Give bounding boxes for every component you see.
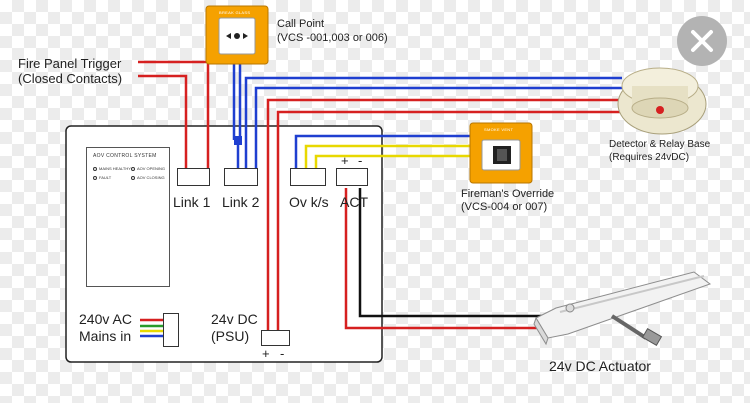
ovks-terminal [290,168,326,186]
detector-label-1: Detector & Relay Base [609,139,711,150]
link1-label: Link 1 [173,194,211,210]
psu-label-2: (PSU) [211,328,250,344]
link1-terminal [177,168,210,186]
link2-label: Link 2 [222,194,260,210]
mains-terminal [163,313,179,347]
override-label-1: Fireman's Override [461,188,555,200]
indicator-aov-opening: AOV OPENING [131,166,165,171]
detector-blue-wire-1 [244,76,622,170]
act-plus-label: + [341,153,349,168]
link2-terminal [224,168,258,186]
act-terminal [336,168,368,186]
close-button[interactable] [677,16,727,66]
psu-minus-label: - [280,346,285,361]
act-label: ACT [340,194,368,210]
detector-red-wire-2 [276,110,632,331]
fire-panel-red-wire-2 [138,74,188,170]
smoke-detector-icon [617,67,707,135]
call-point-sign: BREAK GLASS [219,10,251,15]
linear-actuator-icon [533,271,712,347]
actuator-black-wire [358,188,542,318]
actuator-label: 24v DC Actuator [549,358,651,374]
override-yellow-wire-1 [304,144,476,170]
mains-label-2: Mains in [79,328,132,344]
aov-control-panel: AOV CONTROL SYSTEM MAINS HEALTHY AOV OPE… [86,147,170,287]
call-point-label-2: (VCS -001,003 or 006) [277,32,388,44]
fire-panel-label-2: (Closed Contacts) [18,71,123,86]
indicator-fault: FAULT [93,175,111,180]
call-point-icon [205,5,269,65]
actuator-red-wire [344,188,542,330]
aov-panel-title: AOV CONTROL SYSTEM [93,153,157,159]
call-point-label-1: Call Point [277,18,325,30]
psu-label-1: 24v DC [211,311,258,327]
override-switch-icon [469,122,533,184]
indicator-mains-healthy: MAINS HEALTHY [93,166,131,171]
close-icon [691,30,713,52]
override-blue-wire [294,134,476,170]
act-minus-label: - [358,153,363,168]
override-sign: SMOKE VENT [484,127,514,132]
override-label-2: (VCS-004 or 007) [461,201,548,213]
psu-terminal [261,330,290,346]
fire-panel-label-1: Fire Panel Trigger [18,56,122,71]
detector-blue-wire-2 [254,86,622,170]
ovks-label: Ov k/s [289,194,329,210]
override-yellow-wire-2 [314,154,476,170]
indicator-aov-closing: AOV CLOSING [131,175,165,180]
detector-red-wire-1 [266,98,628,331]
blue-junction [234,136,242,145]
detector-label-2: (Requires 24vDC) [609,152,690,163]
mains-label-1: 240v AC [79,311,132,327]
psu-plus-label: + [262,346,270,361]
